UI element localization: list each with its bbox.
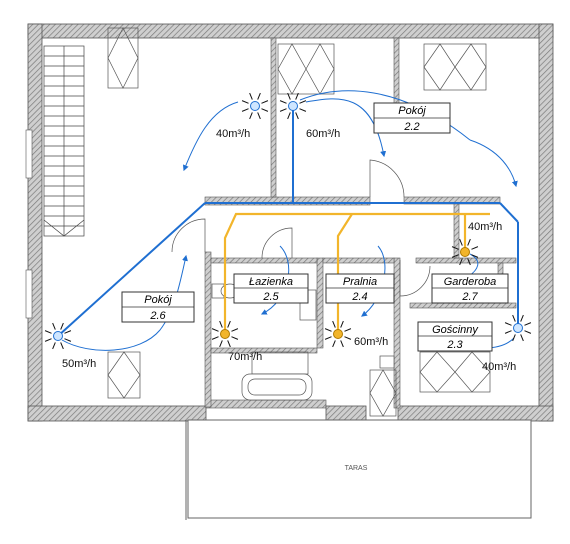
air-valves xyxy=(44,92,532,350)
svg-text:2.5: 2.5 xyxy=(262,291,279,303)
svg-text:Pokój: Pokój xyxy=(398,105,426,117)
svg-text:Pralnia: Pralnia xyxy=(343,276,377,288)
flow-lazienka: 70m³/h xyxy=(228,351,262,363)
room-pralnia-2-4: Pralnia 2.4 xyxy=(325,273,395,304)
window-west-2 xyxy=(25,269,33,319)
staircase xyxy=(43,45,85,237)
flow-garderoba: 40m³/h xyxy=(468,221,502,233)
supply-valve-icon xyxy=(241,92,269,120)
flow-pokoj-26: 50m³/h xyxy=(62,358,96,370)
flow-labels: 40m³/h 60m³/h 40m³/h 50m³/h 70m³/h 60m³/… xyxy=(62,128,516,373)
roof-windows xyxy=(107,27,491,417)
window-west-1 xyxy=(25,129,33,179)
supply-ducts xyxy=(57,106,519,337)
supply-valve-icon xyxy=(44,322,72,350)
flow-pralnia: 60m³/h xyxy=(354,336,388,348)
room-labels: Pokój 2.2 Pokój 2.6 Łazienka 2.5 Pralnia… xyxy=(121,102,509,352)
doors xyxy=(171,159,431,297)
terrace-outline xyxy=(187,419,532,519)
flow-goscinny: 40m³/h xyxy=(482,361,516,373)
svg-text:2.4: 2.4 xyxy=(351,291,367,303)
exhaust-valve-icon xyxy=(324,320,352,348)
svg-text:2.7: 2.7 xyxy=(461,291,478,303)
supply-valve-icon xyxy=(279,92,307,120)
svg-text:Garderoba: Garderoba xyxy=(444,276,497,288)
svg-text:Pokój: Pokój xyxy=(144,294,172,306)
terrace-label: TARAS xyxy=(345,465,368,472)
exhaust-valve-icon xyxy=(451,238,479,266)
room-goscinny-2-3: Gościnny 2.3 xyxy=(417,321,493,352)
room-pokoj-2-6: Pokój 2.6 xyxy=(121,291,195,323)
svg-text:2.6: 2.6 xyxy=(149,310,166,322)
svg-text:Łazienka: Łazienka xyxy=(249,276,293,288)
supply-valve-icon xyxy=(504,314,532,342)
svg-text:2.2: 2.2 xyxy=(403,121,419,133)
room-garderoba-2-7: Garderoba 2.7 xyxy=(431,273,509,304)
room-lazienka-2-5: Łazienka 2.5 xyxy=(233,273,309,304)
svg-text:2.3: 2.3 xyxy=(446,339,463,351)
room-pokoj-2-2: Pokój 2.2 xyxy=(373,102,451,134)
exhaust-valve-icon xyxy=(211,320,239,348)
flow-pokoj-22-left: 40m³/h xyxy=(216,128,250,140)
svg-text:Gościnny: Gościnny xyxy=(432,324,479,336)
flow-pokoj-22-right: 60m³/h xyxy=(306,128,340,140)
